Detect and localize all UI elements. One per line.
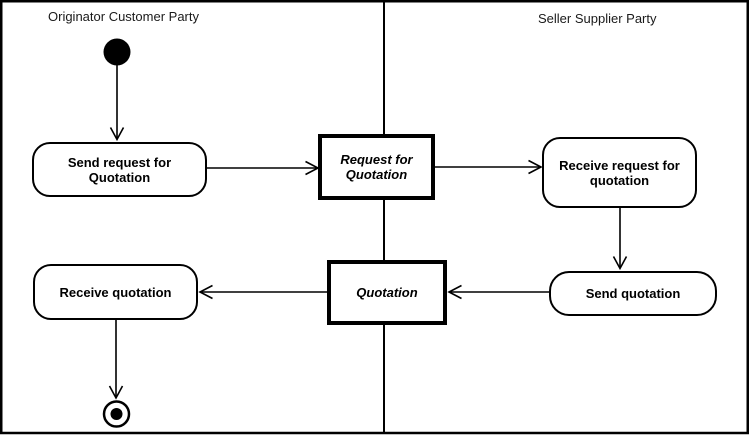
action-node-send-request: Send request for Quotation [32, 142, 207, 197]
object-node-label: Quotation [356, 285, 418, 300]
arrowhead-left-icon [198, 284, 213, 300]
action-node-receive-request: Receive request for quotation [542, 137, 697, 208]
action-node-receive-quotation: Receive quotation [33, 264, 198, 320]
action-node-label: Receive request for quotation [559, 157, 680, 188]
flow-send-request-to-rfq [207, 160, 320, 176]
arrowhead-left-icon [447, 284, 462, 300]
action-node-send-quotation: Send quotation [549, 271, 717, 316]
action-node-label: Send request for Quotation [67, 154, 172, 185]
lane-title-originator: Originator Customer Party [48, 9, 199, 24]
flow-rfq-to-receive-request [435, 159, 543, 175]
flow-quotation-to-receive-quotation [198, 284, 327, 300]
lane-title-seller: Seller Supplier Party [538, 11, 657, 26]
flow-send-quotation-to-quotation [447, 284, 549, 300]
object-node-quotation: Quotation [327, 260, 447, 325]
object-node-label: Request for Quotation [340, 152, 413, 182]
arrowhead-down-icon [612, 256, 628, 271]
arrowhead-right-icon [528, 159, 543, 175]
final-node-icon [102, 400, 131, 428]
arrowhead-down-icon [108, 385, 124, 400]
arrowhead-down-icon [109, 127, 125, 142]
initial-node-icon [103, 38, 131, 66]
flow-receive-request-to-send-quotation [612, 208, 628, 271]
flow-start-to-send-request [109, 65, 125, 142]
object-node-request-for-quotation: Request for Quotation [318, 134, 435, 200]
action-node-label: Receive quotation [59, 284, 172, 300]
flow-receive-quotation-to-end [108, 320, 124, 400]
action-node-label: Send quotation [585, 286, 681, 301]
